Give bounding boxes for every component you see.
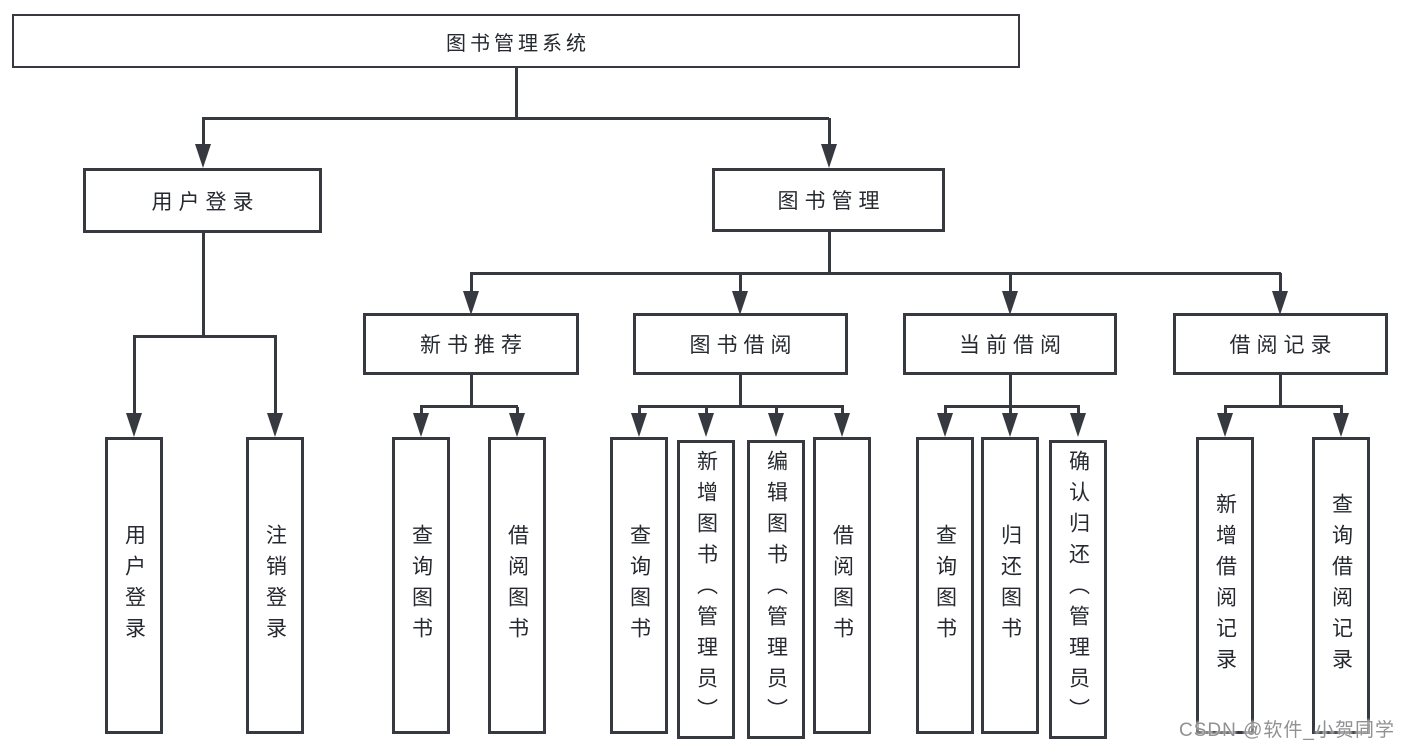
connector-borrow-bus <box>638 405 844 408</box>
leaf-label: 借阅图书 <box>505 523 529 648</box>
leaf-return-books: 归还图书 <box>981 437 1039 734</box>
leaf-query-books-recommend: 查询图书 <box>392 437 450 734</box>
connector-recommend-stub-1 <box>420 407 423 415</box>
arrow-down-icon <box>1002 291 1018 315</box>
node-new-book-recommend: 新书推荐 <box>363 313 579 375</box>
node-book-management: 图书管理 <box>712 168 945 232</box>
connector-root-bus <box>202 117 829 120</box>
leaf-borrow-books-recommend: 借阅图书 <box>488 437 546 734</box>
leaf-label: 借阅图书 <box>830 523 854 648</box>
arrow-down-icon <box>413 413 429 437</box>
connector-bookmgmt-stub-1 <box>470 273 473 293</box>
arrow-down-icon <box>1333 413 1349 437</box>
connector-userlogin-vline <box>202 233 205 337</box>
arrow-down-icon <box>463 291 479 315</box>
arrow-down-icon <box>768 413 784 437</box>
leaf-query-books-borrow: 查询图书 <box>610 437 668 734</box>
leaf-label: 新增图书（管理员） <box>694 450 718 729</box>
connector-records-stub-1 <box>1224 407 1227 415</box>
connector-userlogin-stub-2 <box>274 337 277 415</box>
leaf-edit-books-admin: 编辑图书（管理员） <box>747 440 805 739</box>
leaf-label: 查询图书 <box>933 523 957 648</box>
node-current-borrow-label: 当前借阅 <box>959 334 1067 357</box>
leaf-borrow-books: 借阅图书 <box>813 437 871 734</box>
node-borrow-records: 借阅记录 <box>1173 313 1388 375</box>
leaf-label: 查询借阅记录 <box>1329 492 1353 679</box>
arrow-down-icon <box>732 291 748 315</box>
node-user-login: 用户登录 <box>83 168 322 233</box>
leaf-label: 注销登录 <box>263 523 287 648</box>
connector-records-stub-2 <box>1340 407 1343 415</box>
connector-borrow-stub-4 <box>841 407 844 415</box>
node-book-borrow: 图书借阅 <box>633 313 848 375</box>
leaf-query-books-current: 查询图书 <box>916 437 974 734</box>
arrow-down-icon <box>509 413 525 437</box>
arrow-down-icon <box>1217 413 1233 437</box>
arrow-down-icon <box>631 413 647 437</box>
leaf-query-borrow-record: 查询借阅记录 <box>1312 437 1370 734</box>
leaf-user-login: 用户登录 <box>105 437 163 734</box>
leaf-label: 查询图书 <box>627 523 651 648</box>
connector-root-vline <box>515 68 518 118</box>
leaf-label: 归还图书 <box>998 523 1022 648</box>
connector-current-stub-2 <box>1009 407 1012 415</box>
arrow-down-icon <box>1070 413 1086 437</box>
connector-bookmgmt-vline <box>828 232 831 274</box>
connector-current-stub-1 <box>944 407 947 415</box>
connector-userlogin-bus <box>133 335 277 338</box>
connector-current-vline <box>1009 375 1012 407</box>
leaf-label: 确认归还（管理员） <box>1066 450 1090 729</box>
node-book-management-label: 图书管理 <box>777 190 886 213</box>
connector-current-stub-3 <box>1077 407 1080 415</box>
leaf-add-books-admin: 新增图书（管理员） <box>677 440 735 739</box>
connector-records-vline <box>1279 375 1282 407</box>
node-new-book-recommend-label: 新书推荐 <box>420 334 528 357</box>
connector-recommend-bus <box>420 405 518 408</box>
connector-root-stub-right <box>828 118 831 146</box>
node-root-label: 图书管理系统 <box>446 32 590 55</box>
leaf-confirm-return-admin: 确认归还（管理员） <box>1049 440 1107 739</box>
node-borrow-records-label: 借阅记录 <box>1229 334 1338 357</box>
arrow-down-icon <box>267 413 283 437</box>
leaf-label: 查询图书 <box>409 523 433 648</box>
connector-current-bus <box>944 405 1080 408</box>
connector-bookmgmt-stub-4 <box>1279 273 1282 293</box>
connector-bookmgmt-stub-2 <box>739 273 742 293</box>
arrow-down-icon <box>937 413 953 437</box>
connector-records-bus <box>1224 405 1343 408</box>
arrow-down-icon <box>834 413 850 437</box>
leaf-add-borrow-record: 新增借阅记录 <box>1196 437 1254 734</box>
node-user-login-label: 用户登录 <box>151 190 260 214</box>
arrow-down-icon <box>126 413 142 437</box>
node-book-borrow-label: 图书借阅 <box>689 334 798 357</box>
connector-bookmgmt-stub-3 <box>1009 273 1012 293</box>
leaf-label: 新增借阅记录 <box>1213 492 1237 679</box>
arrow-down-icon <box>1002 413 1018 437</box>
leaf-label: 编辑图书（管理员） <box>764 450 788 729</box>
arrow-down-icon <box>698 413 714 437</box>
connector-borrow-stub-1 <box>638 407 641 415</box>
connector-recommend-vline <box>470 375 473 407</box>
csdn-watermark: CSDN @软件_小贺同学 <box>1179 720 1395 741</box>
arrow-down-icon <box>195 144 211 168</box>
node-current-borrow: 当前借阅 <box>903 313 1117 375</box>
arrow-down-icon <box>821 144 837 168</box>
connector-borrow-stub-3 <box>775 407 778 415</box>
arrow-down-icon <box>1272 291 1288 315</box>
connector-root-stub-left <box>202 118 205 146</box>
leaf-logout: 注销登录 <box>246 437 304 734</box>
connector-borrow-stub-2 <box>705 407 708 415</box>
connector-recommend-stub-2 <box>516 407 519 415</box>
connector-userlogin-stub-1 <box>133 337 136 415</box>
leaf-label: 用户登录 <box>122 523 146 648</box>
connector-borrow-vline <box>739 375 742 407</box>
connector-bookmgmt-bus <box>470 272 1281 275</box>
node-root: 图书管理系统 <box>12 14 1020 68</box>
